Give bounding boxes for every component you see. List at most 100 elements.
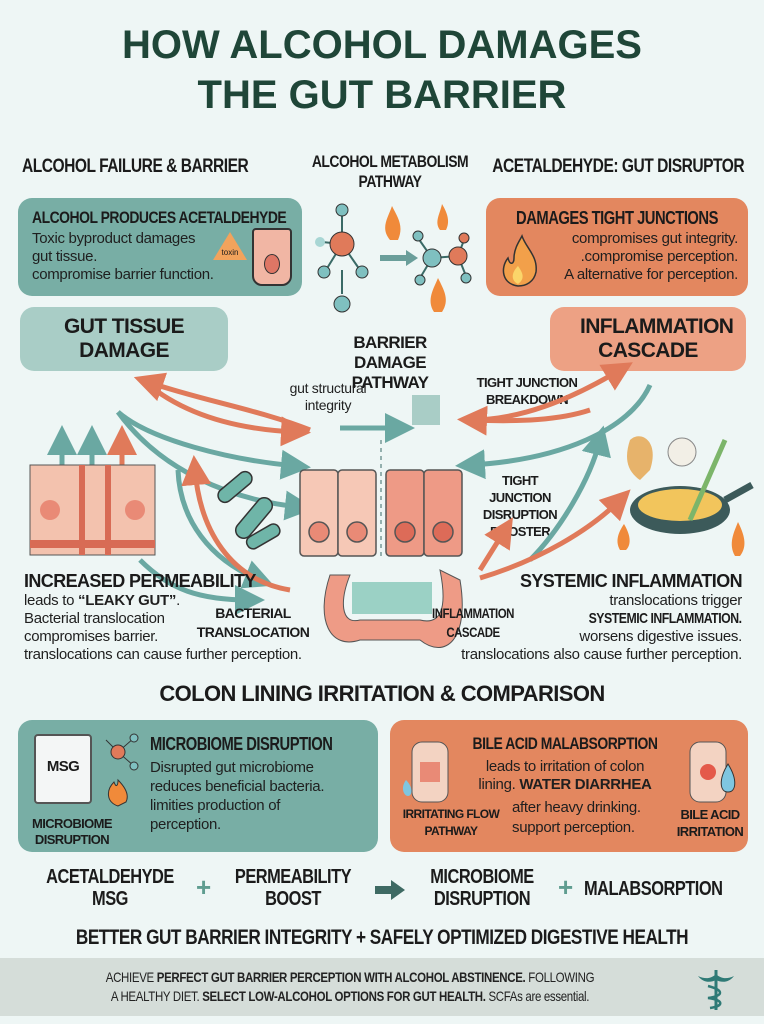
epithelial-cells-illustration [299, 469, 463, 557]
box-line: reduces beneficial bacteria. [150, 778, 325, 795]
box-line: gut tissue. [32, 248, 98, 265]
text-span: FOLLOWING [525, 969, 595, 985]
text-span: PERFECT GUT BARRIER PERCEPTION WITH ALCO… [156, 969, 526, 985]
box-line: after heavy drinking. [512, 799, 641, 816]
header-alcohol-failure: ALCOHOL FAILURE & BARRIER [22, 156, 249, 177]
text-line: Bacterial translocation [24, 610, 165, 627]
text-span: . [176, 592, 180, 609]
term-line: PERMEABILITY [234, 866, 352, 888]
cell-icon [252, 228, 292, 286]
equation-term-4: MALABSORPTION [584, 878, 723, 900]
term-line: BOOST [265, 888, 321, 910]
gut-tissue-damage-box: GUT TISSUE DAMAGE [20, 307, 228, 371]
arrow [477, 517, 513, 572]
arrow [181, 455, 291, 593]
microbiome-caption: MICROBIOME DISRUPTION [32, 816, 113, 847]
arrow [133, 372, 311, 433]
systemic-inflammation-text: SYSTEMIC INFLAMMATION translocations tri… [412, 570, 742, 664]
text-line: SYSTEMIC INFLAMMATION. [589, 610, 742, 627]
text-line: translocations can cause further percept… [24, 646, 302, 663]
arrow [469, 362, 633, 423]
title-line-1: HOW ALCOHOL DAMAGES [122, 23, 642, 67]
leaky-gut-emphasis: “LEAKY GUT” [78, 592, 177, 609]
microbiome-title: MICROBIOME DISRUPTION [150, 734, 333, 754]
arrow-right-icon [375, 880, 405, 900]
box-line: compromise barrier function. [32, 266, 214, 283]
plus-icon: + [558, 872, 574, 902]
inflammation-cascade-box: INFLAMMATION CASCADE [550, 307, 746, 371]
term-line: DISRUPTION [433, 888, 531, 910]
increased-permeability-title: INCREASED PERMEABILITY [24, 571, 256, 591]
text-span: A HEALTHY DIET. [110, 988, 203, 1004]
box-line: A alternative for perception. [564, 266, 738, 283]
arrow [455, 383, 653, 480]
gut-structural-integrity-label: gut structural integrity [289, 380, 367, 413]
acetaldehyde-box: ALCOHOL PRODUCES ACETALDEHYDE Toxic bypr… [18, 198, 302, 296]
water-diarrhea-emphasis: WATER DIARRHEA [519, 776, 652, 793]
box-line: perception. [150, 816, 221, 833]
flame-icon [437, 204, 449, 230]
text-line: translocations also cause further percep… [461, 646, 742, 663]
pathway-arrows [29, 362, 754, 648]
text-span: lining. [478, 776, 520, 793]
term-line: ACETALDEHYDE [46, 866, 174, 888]
systemic-inflammation-title: SYSTEMIC INFLAMMATION [519, 571, 743, 591]
tight-junctions-title: DAMAGES TIGHT JUNCTIONS [516, 208, 718, 228]
box-line: leads to irritation of colon [485, 758, 645, 775]
bile-acid-box: BILE ACID MALABSORPTION leads to irritat… [390, 720, 748, 852]
molecule-diagram [315, 203, 472, 313]
colon-illustration [323, 569, 463, 648]
text-span: ACHIEVE [105, 969, 157, 985]
msg-bag-icon: MSG [34, 734, 92, 804]
box-line: limities production of [150, 797, 281, 814]
plus-icon: + [196, 872, 212, 902]
toxin-label: toxin [221, 248, 239, 257]
flame-icon [430, 278, 446, 312]
text-line: worsens digestive issues. [579, 628, 742, 645]
text-span: SCFAs are essential. [485, 988, 590, 1004]
acetaldehyde-box-title: ALCOHOL PRODUCES ACETALDEHYDE [32, 208, 287, 227]
header-metabolism-pathway: ALCOHOL METABOLISM PATHWAY [311, 152, 469, 191]
microbiome-box: MSG MICROBIOME DISRUPTION MICROBIOME DIS… [18, 720, 378, 852]
box-line: Disrupted gut microbiome [150, 759, 314, 776]
bile-acid-irritation-caption: BILE ACID IRRITATION [676, 807, 744, 839]
tight-junctions-box: DAMAGES TIGHT JUNCTIONS compromises gut … [486, 198, 748, 296]
box-line: .compromise perception. [580, 248, 739, 265]
header-acetaldehyde-disruptor: ACETALDEHYDE: GUT DISRUPTOR [492, 156, 744, 177]
arrow [528, 425, 611, 562]
colon-lining-header: COLON LINING IRRITATION & COMPARISON [159, 681, 605, 706]
footer-text: ACHIEVE PERFECT GUT BARRIER PERCEPTION W… [10, 968, 690, 1006]
irritating-flow-caption: IRRITATING FLOW PATHWAY [402, 807, 500, 838]
text-span: leads to [24, 592, 79, 609]
increased-permeability-text: INCREASED PERMEABILITY leads to “LEAKY G… [24, 570, 302, 664]
arrow [479, 489, 631, 581]
text-span: SELECT LOW-ALCOHOL OPTIONS FOR GUT HEALT… [202, 988, 486, 1004]
title-line-2: THE GUT BARRIER [197, 73, 567, 117]
toxin-warning-icon [213, 232, 247, 260]
fire-icon [502, 234, 537, 287]
term-line: MICROBIOME [430, 866, 534, 888]
caduceus-icon [698, 970, 734, 1010]
msg-label: MSG [46, 758, 80, 775]
torso-colon-icon [402, 741, 449, 803]
bacterial-translocation-label: BACTERIAL TRANSLOCATION [196, 605, 310, 640]
inflammation-cascade-label: INFLAMMATION CASCADE [432, 605, 514, 640]
torso-pain-icon [689, 741, 736, 803]
arrow [457, 405, 591, 436]
box-line: compromises gut integrity. [571, 230, 738, 247]
healthy-food-illustration [617, 436, 754, 556]
molecule-fire-icon [105, 733, 139, 807]
bacteria-icon [217, 470, 281, 550]
summary-line: BETTER GUT BARRIER INTEGRITY + SAFELY OP… [75, 926, 689, 949]
arrow [116, 410, 311, 480]
tight-junction-icon [412, 395, 440, 425]
bile-acid-title: BILE ACID MALABSORPTION [472, 734, 658, 753]
barrier-damage-pathway-label: BARRIER DAMAGE PATHWAY [351, 333, 429, 392]
footer-band: ACHIEVE PERFECT GUT BARRIER PERCEPTION W… [0, 958, 764, 1016]
flame-icon [385, 206, 401, 240]
box-line: support perception. [512, 819, 635, 836]
term-line: MSG [92, 888, 128, 910]
